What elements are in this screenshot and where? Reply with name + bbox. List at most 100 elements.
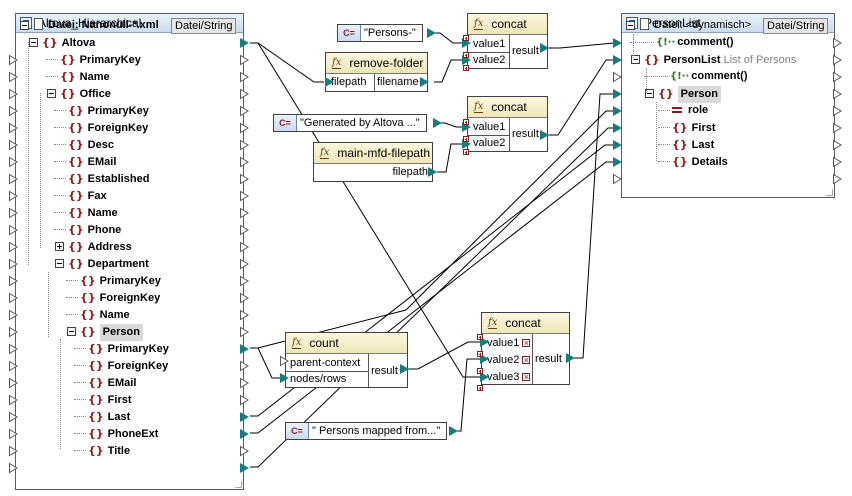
output-pin[interactable] bbox=[833, 173, 842, 185]
source-file-row[interactable]: Datei: Nanonull-*.xml bbox=[20, 17, 159, 34]
collapse-toggle[interactable] bbox=[55, 259, 64, 268]
output-pin[interactable] bbox=[240, 309, 249, 321]
add-input-icon[interactable] bbox=[477, 368, 483, 374]
add-input-icon[interactable] bbox=[463, 149, 469, 155]
function-title-bar[interactable]: fx concat bbox=[482, 313, 569, 334]
source-item-name[interactable]: {}Name bbox=[68, 204, 118, 221]
collapse-toggle[interactable] bbox=[29, 38, 38, 47]
input-pin[interactable] bbox=[613, 173, 622, 185]
input-pin[interactable] bbox=[9, 224, 18, 236]
collapse-toggle[interactable] bbox=[67, 327, 76, 336]
input-pin[interactable] bbox=[9, 394, 18, 406]
output-pin[interactable] bbox=[240, 139, 249, 151]
source-item-address[interactable]: {}Address bbox=[68, 238, 132, 255]
output-pin[interactable] bbox=[240, 394, 249, 406]
function-title-bar[interactable]: fx remove-folder bbox=[326, 53, 427, 74]
expand-toggle[interactable] bbox=[55, 242, 64, 251]
remove-input-icon[interactable]: × bbox=[522, 355, 531, 365]
source-item-altova[interactable]: {}Altova bbox=[42, 34, 95, 51]
source-item-name[interactable]: {}Name bbox=[80, 306, 130, 323]
input-pin[interactable] bbox=[9, 173, 18, 185]
add-input-icon[interactable] bbox=[463, 52, 469, 58]
output-pin[interactable] bbox=[240, 428, 249, 440]
output-pin[interactable] bbox=[240, 411, 249, 423]
input-value2[interactable]: value2 bbox=[473, 54, 506, 66]
constant-mapped[interactable]: C= " Persons mapped from..." bbox=[285, 422, 448, 440]
input-pin-file[interactable] bbox=[613, 37, 622, 49]
resize-handle[interactable] bbox=[235, 481, 242, 488]
add-input-icon[interactable] bbox=[463, 35, 469, 41]
file-string-button[interactable]: Datei/String bbox=[763, 18, 829, 34]
input-pin[interactable] bbox=[9, 241, 18, 253]
output-result[interactable]: result bbox=[512, 128, 539, 140]
function-concat-3[interactable]: fx concat value1× value2× value3× result bbox=[481, 312, 570, 385]
input-pin[interactable] bbox=[9, 343, 18, 355]
source-item-email[interactable]: {}EMail bbox=[88, 374, 136, 391]
target-item-role[interactable]: role bbox=[672, 102, 708, 119]
constant-persons-output[interactable] bbox=[427, 27, 436, 39]
output-pin[interactable] bbox=[240, 326, 249, 338]
input-value2[interactable]: value2 bbox=[473, 137, 506, 149]
output-pin[interactable] bbox=[240, 122, 249, 134]
function-remove-folder[interactable]: fx remove-folder filepath filename bbox=[325, 52, 428, 92]
collapse-toggle[interactable] bbox=[631, 55, 640, 64]
target-file-row[interactable]: Datei: <dynamisch> bbox=[626, 17, 751, 34]
output-pin[interactable] bbox=[240, 156, 249, 168]
input-pin[interactable] bbox=[613, 122, 622, 134]
constant-generated[interactable]: C= "Generated by Altova ..." bbox=[273, 114, 427, 132]
input-pin[interactable] bbox=[9, 411, 18, 423]
input-pin[interactable] bbox=[9, 360, 18, 372]
source-item-primarykey[interactable]: {}PrimaryKey bbox=[80, 272, 161, 289]
source-item-department[interactable]: {}Department bbox=[68, 255, 149, 272]
output-pin[interactable] bbox=[240, 173, 249, 185]
output-pin[interactable] bbox=[240, 258, 249, 270]
output-pin[interactable] bbox=[240, 360, 249, 372]
input-parent-context[interactable]: parent-context bbox=[290, 357, 361, 369]
output-filepath[interactable]: filepath bbox=[392, 166, 428, 178]
input-nodes-rows[interactable]: nodes/rows bbox=[290, 373, 347, 385]
input-pin[interactable] bbox=[9, 428, 18, 440]
output-pin[interactable] bbox=[240, 241, 249, 253]
input-pin[interactable] bbox=[9, 275, 18, 287]
input-pin[interactable] bbox=[9, 377, 18, 389]
concat2-result-pin[interactable] bbox=[540, 129, 549, 141]
file-string-button[interactable]: Datei/String bbox=[171, 18, 237, 34]
source-item-name[interactable]: {}Name bbox=[60, 68, 110, 85]
input-pin[interactable] bbox=[9, 445, 18, 457]
add-input-icon[interactable] bbox=[477, 385, 483, 391]
source-item-fax[interactable]: {}Fax bbox=[68, 187, 107, 204]
source-item-foreignkey[interactable]: {}ForeignKey bbox=[88, 357, 168, 374]
target-item-details[interactable]: {}Details bbox=[672, 153, 728, 170]
resize-handle[interactable] bbox=[826, 189, 833, 196]
add-input-icon[interactable] bbox=[463, 65, 469, 71]
output-pin[interactable] bbox=[240, 224, 249, 236]
target-item-first[interactable]: {}First bbox=[672, 119, 716, 136]
source-item-phoneext[interactable]: {}PhoneExt bbox=[88, 425, 158, 442]
add-input-icon[interactable] bbox=[477, 351, 483, 357]
function-concat-1[interactable]: fx concat value1 value2 result bbox=[467, 13, 548, 69]
source-item-email[interactable]: {}EMail bbox=[68, 153, 116, 170]
output-pin-file[interactable] bbox=[833, 37, 842, 49]
function-title-bar[interactable]: fx concat bbox=[468, 14, 547, 35]
input-pin[interactable] bbox=[9, 190, 18, 202]
input-pin[interactable] bbox=[9, 326, 18, 338]
concat1-result-pin[interactable] bbox=[540, 42, 549, 54]
input-value1[interactable]: value1 bbox=[473, 121, 506, 133]
input-pin[interactable] bbox=[9, 122, 18, 134]
output-pin[interactable] bbox=[240, 462, 249, 474]
function-title-bar[interactable]: fx count bbox=[286, 333, 407, 354]
add-input-icon[interactable] bbox=[477, 334, 483, 340]
source-component[interactable]: Altova_Hierarchical Datei: Nanonull-*.xm… bbox=[15, 13, 244, 490]
output-result[interactable]: result bbox=[512, 45, 539, 57]
input-pin[interactable] bbox=[9, 88, 18, 100]
source-item-foreignkey[interactable]: {}ForeignKey bbox=[68, 119, 148, 136]
output-pin[interactable] bbox=[240, 71, 249, 83]
output-pin[interactable] bbox=[240, 207, 249, 219]
input-pin[interactable] bbox=[9, 71, 18, 83]
input-pin[interactable] bbox=[9, 292, 18, 304]
output-pin[interactable] bbox=[240, 377, 249, 389]
output-pin[interactable] bbox=[240, 105, 249, 117]
input-value2[interactable]: value2× bbox=[487, 354, 531, 366]
constant-generated-output[interactable] bbox=[433, 117, 442, 129]
concat3-value3-pin[interactable] bbox=[480, 371, 489, 383]
